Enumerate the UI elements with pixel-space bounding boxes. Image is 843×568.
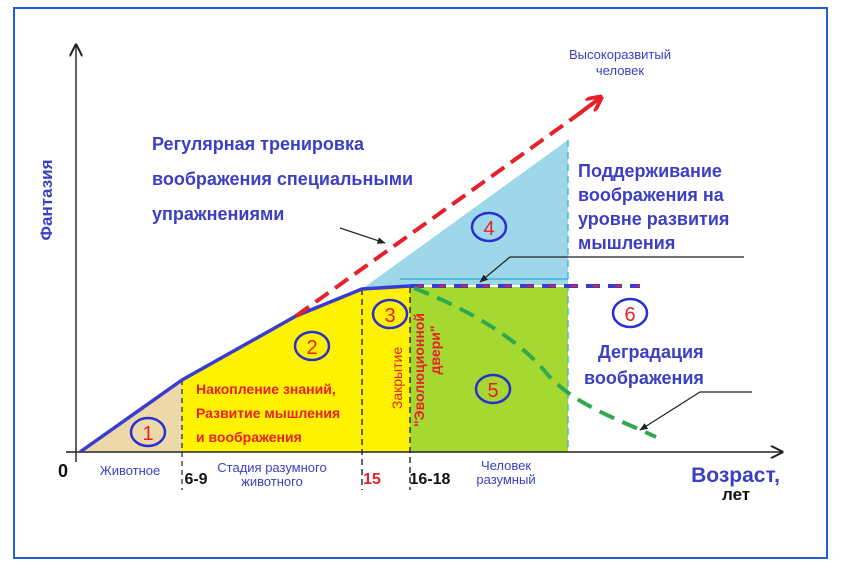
region-3-fill: [362, 287, 410, 452]
top-label-2: человек: [596, 63, 645, 78]
region-6-number: 6: [624, 304, 635, 326]
training-arrowhead: [578, 98, 600, 115]
training-pointer: [339, 227, 386, 244]
tick-6-9: 6-9: [184, 471, 207, 488]
region-2-fill: [182, 289, 362, 452]
stage-rational-animal-1: Стадия разумного: [217, 460, 326, 475]
accum-label-3: и воображения: [196, 429, 302, 445]
top-label-1: Высокоразвитый: [569, 47, 671, 62]
stage-rational-animal-2: животного: [241, 474, 303, 489]
accum-label-2: Развитие мышления: [196, 405, 340, 421]
degradation-label-2: воображения: [584, 368, 704, 388]
origin-label: 0: [58, 461, 68, 481]
region-4-marker: 4: [470, 211, 508, 243]
region-1-number: 1: [142, 423, 153, 445]
region-5-number: 5: [487, 380, 498, 402]
support-label-2: воображения на: [578, 185, 725, 205]
evolution-label-2: двери": [427, 326, 443, 375]
tick-15: 15: [363, 471, 381, 488]
outer-frame: [13, 7, 828, 559]
stage-homo-sapiens-1: Человек: [481, 458, 531, 473]
evolution-label-1: "Эволюционной: [411, 313, 427, 427]
region-1-marker: 1: [129, 416, 167, 448]
training-label-2: воображения специальными: [152, 169, 413, 189]
support-pointer: [479, 256, 744, 283]
accum-label-1: Накопление знаний,: [196, 381, 336, 397]
training-label-1: Регулярная тренировка: [152, 134, 365, 154]
support-label-1: Поддерживание: [578, 161, 722, 181]
degradation-pointer: [639, 391, 752, 431]
stage-homo-sapiens-2: разумный: [476, 472, 535, 487]
closing-label: Закрытие: [389, 347, 405, 409]
region-6-marker: 6: [611, 297, 649, 329]
region-2-number: 2: [306, 337, 317, 359]
stage-animal: Животное: [100, 463, 161, 478]
region-4-fill: [362, 140, 568, 289]
region-4-number: 4: [483, 218, 494, 240]
region-3-marker: 3: [371, 298, 409, 330]
training-label-3: упражнениями: [152, 204, 284, 224]
x-axis-label: Возраст,: [691, 464, 780, 487]
region-3-number: 3: [384, 305, 395, 327]
degradation-label-1: Деградация: [598, 342, 704, 362]
support-label-4: мышления: [578, 233, 675, 253]
x-axis-unit: лет: [722, 485, 750, 504]
tick-16-18: 16-18: [410, 471, 451, 488]
support-label-3: уровне развития: [578, 209, 729, 229]
region-5-marker: 5: [474, 373, 512, 405]
y-axis-label: Фантазия: [37, 159, 56, 240]
training-dashed-line: [294, 109, 585, 318]
degradation-line: [413, 286, 657, 439]
region-2-marker: 2: [293, 330, 331, 362]
